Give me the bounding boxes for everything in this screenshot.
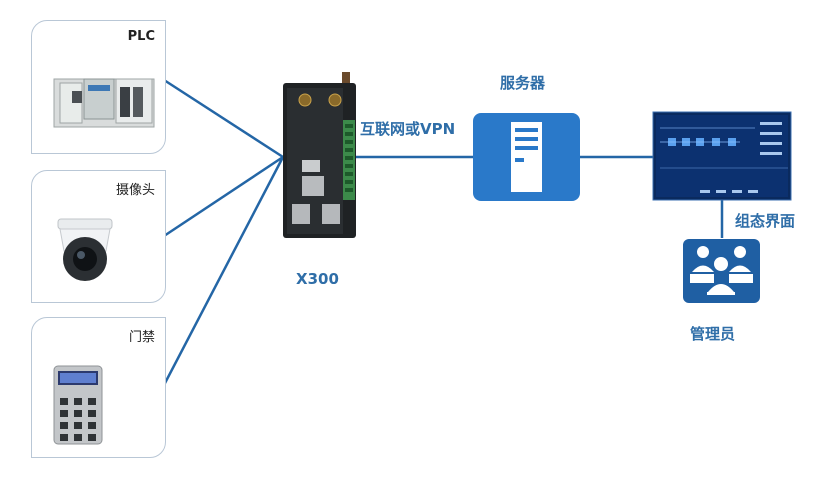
camera-card: 摄像头 <box>31 170 166 303</box>
plc-label: PLC <box>127 29 155 44</box>
access-card: 门禁 <box>31 317 166 458</box>
line-plc-router <box>163 78 284 159</box>
server-label: 服务器 <box>500 74 546 92</box>
line-access-router <box>162 156 285 386</box>
plc-card: PLC <box>31 20 166 154</box>
line-camera-router <box>163 155 284 238</box>
router-label: X300 <box>296 270 339 288</box>
access-label: 门禁 <box>128 330 155 345</box>
plc-icon <box>53 78 155 128</box>
keypad-icon <box>53 365 103 445</box>
admin-label: 管理员 <box>690 325 736 343</box>
link-label: 互联网或VPN <box>360 120 456 138</box>
camera-label: 摄像头 <box>115 183 155 198</box>
scada-label: 组态界面 <box>735 212 796 230</box>
camera-icon <box>57 218 113 281</box>
